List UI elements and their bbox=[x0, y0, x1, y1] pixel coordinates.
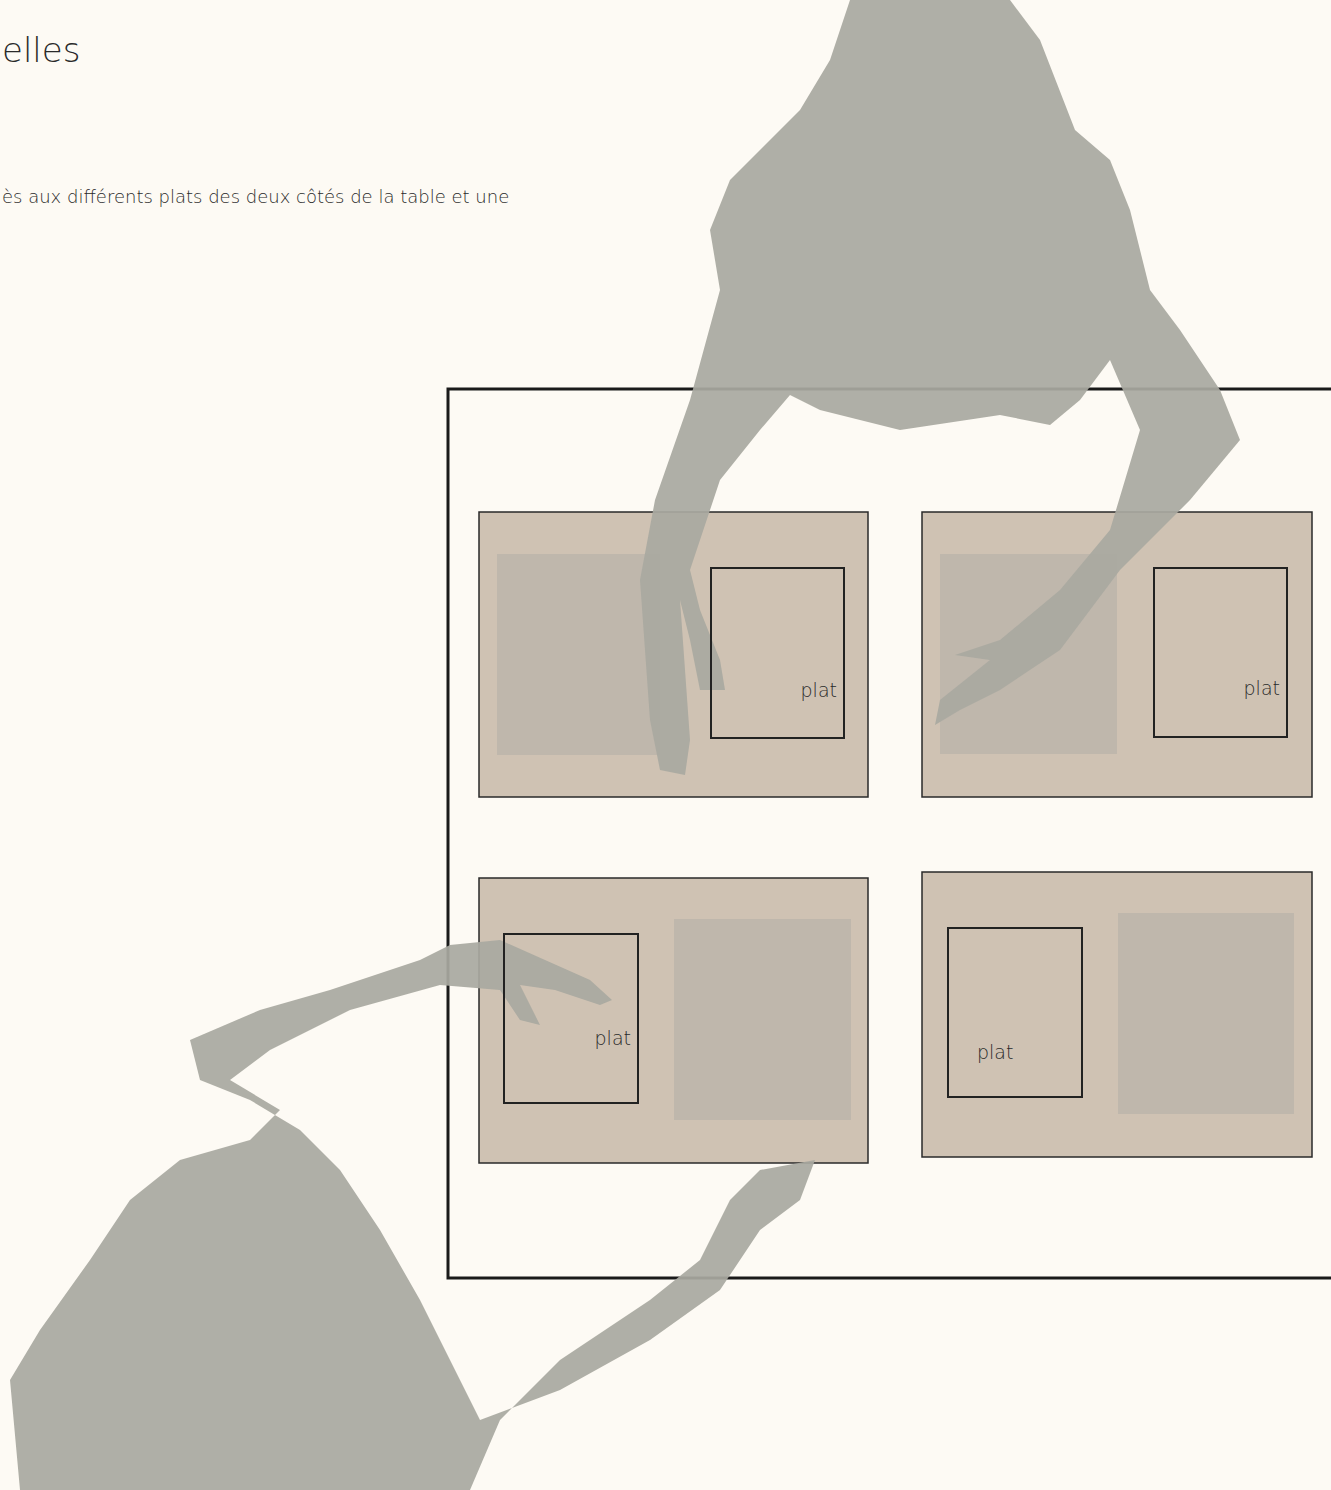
dish-box: plat bbox=[503, 933, 639, 1104]
dish-label: plat bbox=[595, 1027, 631, 1049]
person-silhouette bbox=[640, 0, 1240, 775]
dish-box: plat bbox=[710, 567, 845, 739]
dish-box: plat bbox=[1153, 567, 1288, 738]
table-outline bbox=[448, 389, 1331, 1278]
person-silhouette bbox=[10, 940, 815, 1490]
dish-label: plat bbox=[977, 1041, 1013, 1063]
plate-area bbox=[1118, 913, 1294, 1114]
dish-box: plat bbox=[947, 927, 1083, 1098]
placemat bbox=[922, 872, 1312, 1157]
plate-area bbox=[497, 554, 660, 755]
plate-area bbox=[674, 919, 851, 1120]
body-text: ès aux différents plats des deux côtés d… bbox=[2, 186, 509, 207]
dish-label: plat bbox=[1244, 677, 1280, 699]
page-title: elles bbox=[2, 30, 80, 70]
dish-label: plat bbox=[801, 679, 837, 701]
